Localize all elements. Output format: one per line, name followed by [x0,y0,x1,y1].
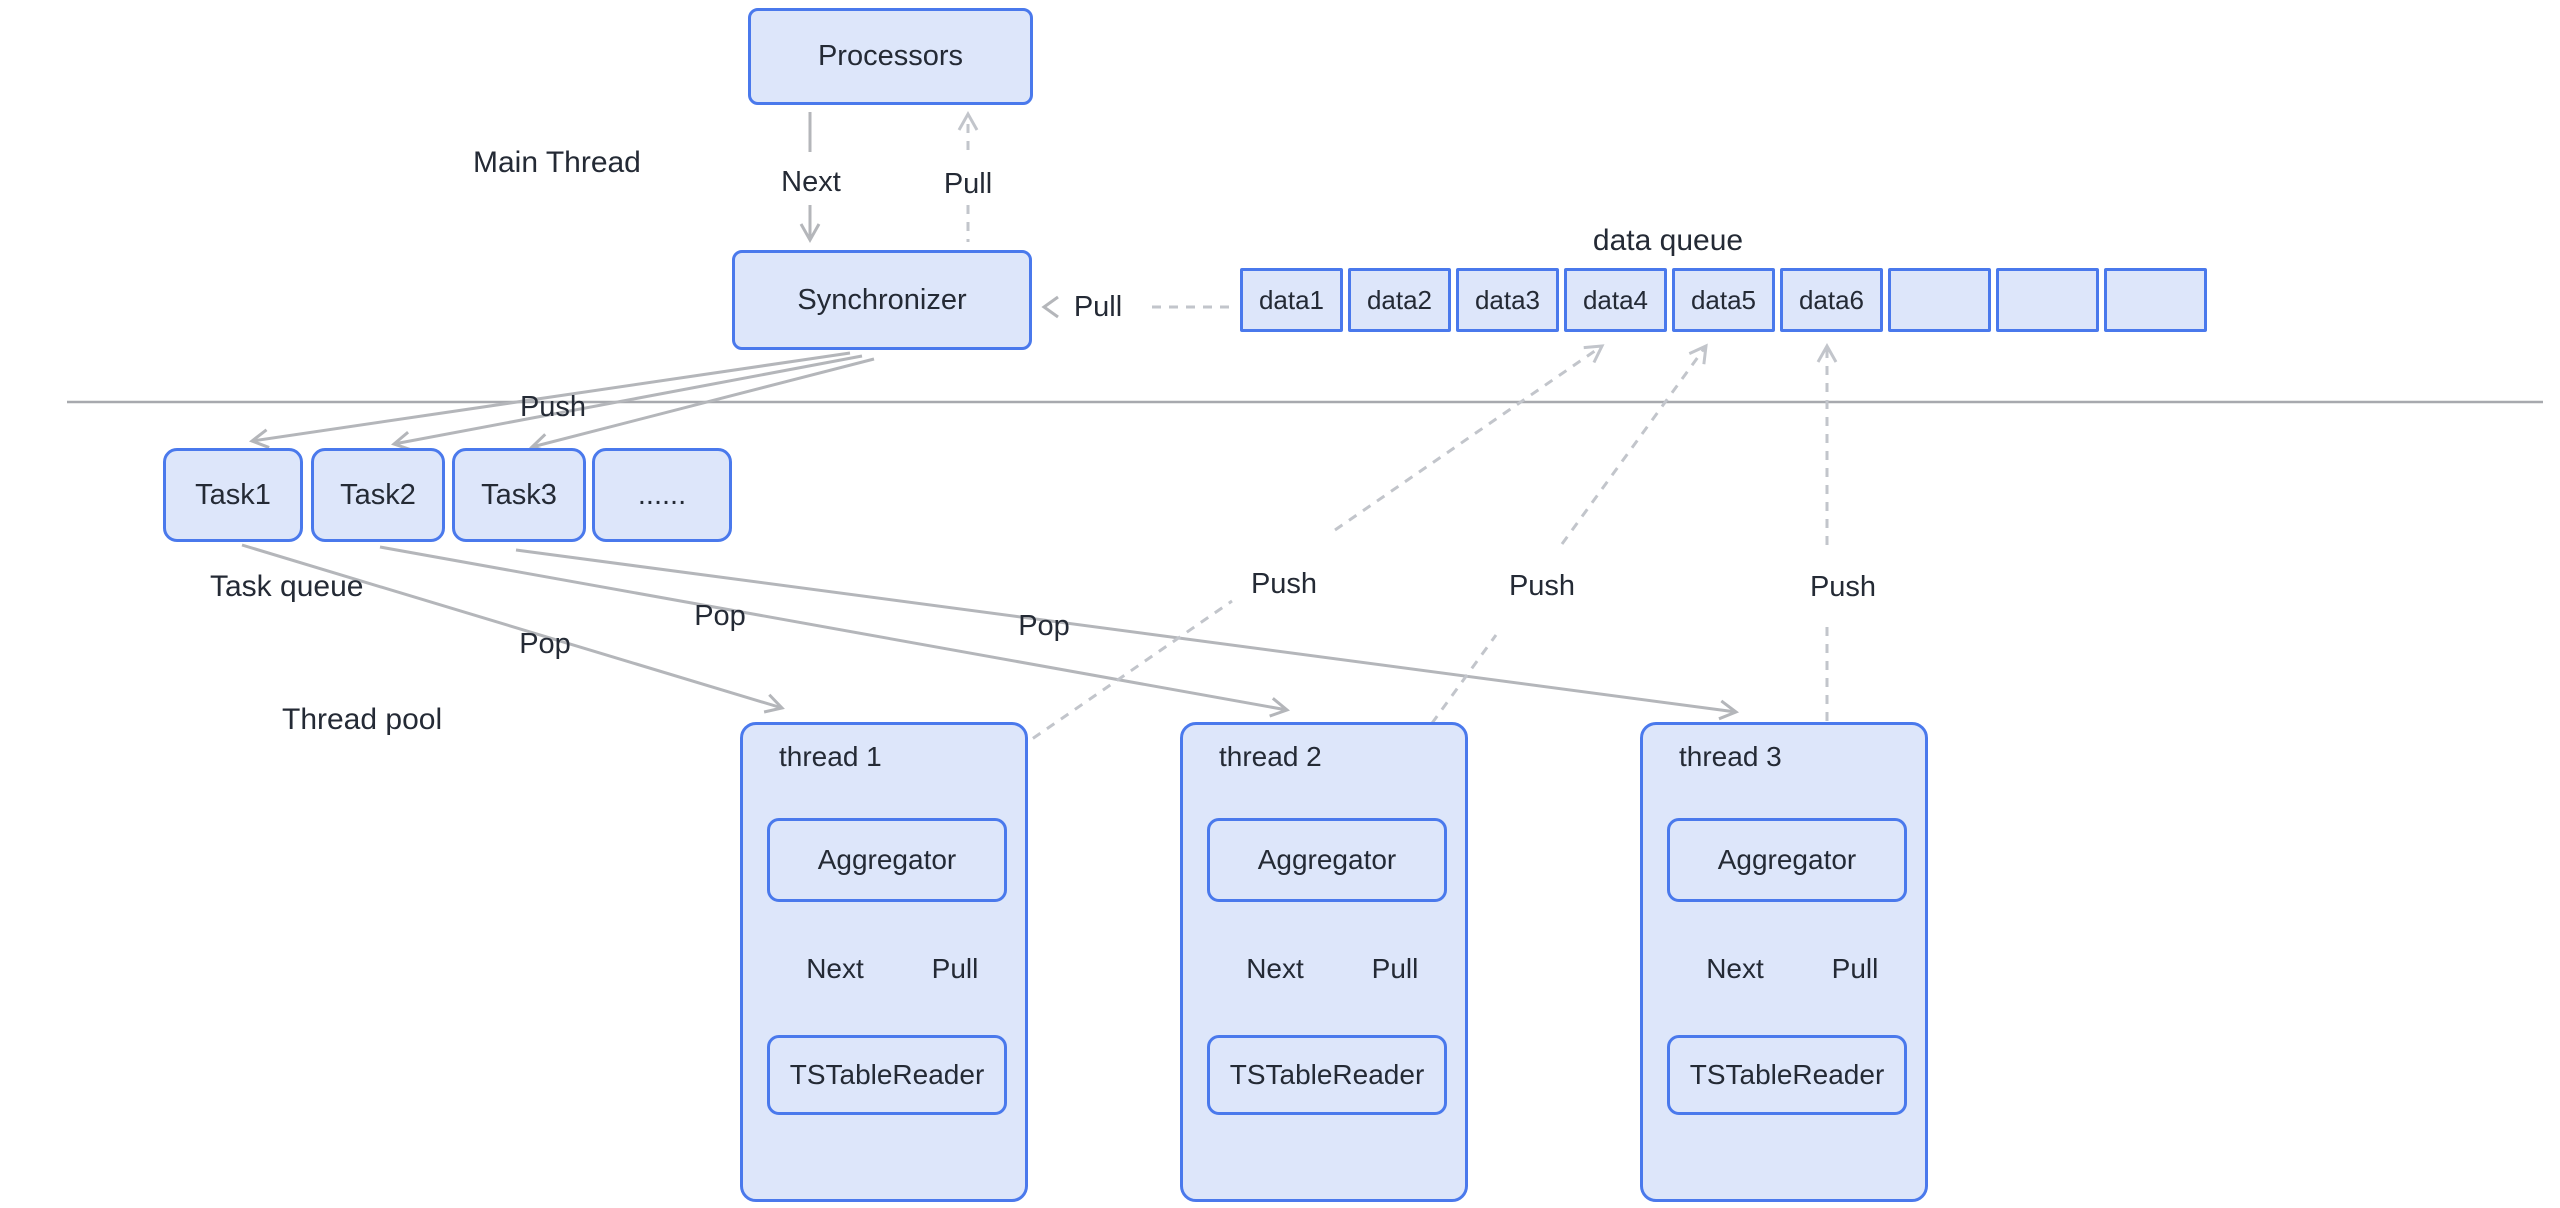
pop-line-thread1 [241,543,785,714]
thread1-label: thread 1 [779,741,882,772]
task-queue-label: Task queue [210,570,364,603]
processors-node: Processors [748,8,1033,105]
thread3-next-label: Next [1706,953,1764,984]
data-queue-cell: data6 [1780,268,1883,332]
tstablereader-label: TSTableReader [1689,1059,1885,1090]
data-queue-cell [1996,268,2099,332]
thread1-pull-label: Pull [931,953,979,984]
push-dash-thread1-b [1334,344,1605,532]
data-queue-cell: data1 [1240,268,1343,332]
pop-line-thread3 [515,548,1740,721]
pull-chevron-synchronizer [1041,295,1059,319]
pop-label-2: Pop [694,600,746,632]
thread3-pull-label: Pull [1831,953,1879,984]
tstablereader-label: TSTableReader [789,1059,985,1090]
thread1-next-label: Next [806,953,864,984]
task-queue-item: Task1 [163,448,303,542]
data-queue-cell: data2 [1348,268,1451,332]
thread1-reader-node: TSTableReader [767,1035,1007,1115]
data-queue-cell [1888,268,1991,332]
thread2-reader-node: TSTableReader [1207,1035,1447,1115]
thread3-label: thread 3 [1679,741,1782,772]
push-label-tasks: Push [519,391,587,423]
pull-label-top: Pull [943,168,993,200]
push-dash-thread2-b [1560,343,1708,545]
synchronizer-label: Synchronizer [797,283,967,316]
thread-box-1: thread 1 Aggregator Next Pull TSTableRea… [740,722,1028,1202]
next-label-top: Next [781,166,841,198]
thread2-next-label: Next [1246,953,1304,984]
thread2-label: thread 2 [1219,741,1322,772]
push-line-task1 [248,351,851,449]
pop-label-3: Pop [1018,610,1070,642]
aggregator-label: Aggregator [1257,844,1397,875]
push-label-thread3: Push [1809,571,1877,603]
data-queue-cell: data3 [1456,268,1559,332]
tstablereader-label: TSTableReader [1229,1059,1425,1090]
data-queue-cell: data4 [1564,268,1667,332]
push-line-task3 [529,357,875,454]
thread-box-3: thread 3 Aggregator Next Pull TSTableRea… [1640,722,1928,1202]
push-label-thread1: Push [1250,568,1318,600]
pop-line-thread2 [379,545,1291,718]
main-thread-label: Main Thread [473,146,641,179]
thread-pool-label: Thread pool [282,703,443,736]
pull-label-queue: Pull [1073,291,1123,323]
thread2-aggregator-node: Aggregator [1207,818,1447,902]
thread-box-2: thread 2 Aggregator Next Pull TSTableRea… [1180,722,1468,1202]
processors-label: Processors [817,40,964,72]
thread3-aggregator-node: Aggregator [1667,818,1907,902]
thread2-pull-label: Pull [1371,953,1419,984]
task-queue-item: Task2 [311,448,445,542]
pop-label-1: Pop [519,628,571,660]
data-queue-cell [2104,268,2207,332]
task-queue-item: Task3 [452,448,586,542]
data-queue-title: data queue [1592,224,1744,257]
task-queue-item: ...... [592,448,732,542]
aggregator-label: Aggregator [1717,844,1857,875]
thread1-aggregator-node: Aggregator [767,818,1007,902]
synchronizer-node: Synchronizer [732,250,1032,350]
data-queue-cell: data5 [1672,268,1775,332]
push-label-thread2: Push [1508,570,1576,602]
aggregator-label: Aggregator [817,844,957,875]
thread3-reader-node: TSTableReader [1667,1035,1907,1115]
push-line-task2 [390,354,863,452]
